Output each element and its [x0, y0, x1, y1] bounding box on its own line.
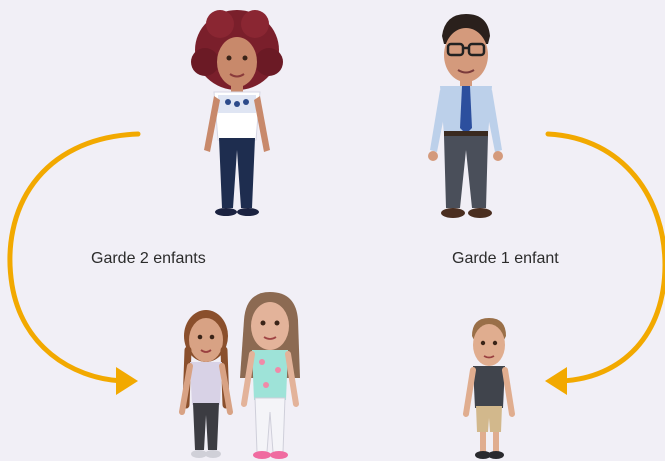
- label-one-child-custody: Garde 1 enfant: [452, 250, 559, 267]
- girl-long-hair-avatar-icon: [240, 292, 300, 459]
- left-arrow: [7, 131, 141, 395]
- girl-braids-avatar-icon: [179, 310, 233, 458]
- label-two-children-custody: Garde 2 enfants: [91, 250, 206, 267]
- boy-avatar-icon: [463, 318, 515, 459]
- right-arrow: [545, 131, 665, 395]
- man-avatar-icon: [428, 14, 503, 218]
- woman-avatar-icon: [191, 10, 283, 216]
